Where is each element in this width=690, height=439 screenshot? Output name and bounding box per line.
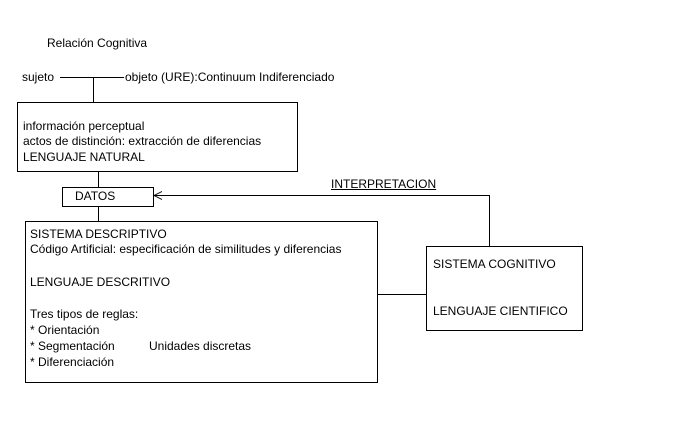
datos-box: DATOS <box>62 187 154 207</box>
cognitivo-line-1: SISTEMA COGNITIVO <box>433 257 556 271</box>
diagram-title: Relación Cognitiva <box>47 36 148 50</box>
perceptual-line-3: LENGUAJE NATURAL <box>23 150 145 164</box>
rule-diferenciacion: * Diferenciación <box>30 355 115 369</box>
perceptual-box: información perceptual actos de distinci… <box>17 102 298 172</box>
interpretacion-arrowhead-lower <box>153 195 163 200</box>
rule-segmentacion: * Segmentación <box>30 339 115 353</box>
descriptivo-line-1: SISTEMA DESCRIPTIVO <box>30 227 167 241</box>
interpretacion-label: INTERPRETACION <box>331 177 437 191</box>
rule-orientacion: * Orientación <box>30 323 100 337</box>
objeto-label: objeto (URE):Continuum Indiferenciado <box>125 70 335 84</box>
cognitivo-box: SISTEMA COGNITIVO LENGUAJE CIENTIFICO <box>426 246 583 331</box>
interpretacion-arrowhead-upper <box>153 191 163 196</box>
descriptivo-line-3: LENGUAJE DESCRITIVO <box>30 275 171 289</box>
descriptivo-line-4: Tres tipos de reglas: <box>30 307 139 321</box>
perceptual-line-1: información perceptual <box>23 119 145 133</box>
descriptivo-line-2: Código Artificial: especificación de sim… <box>30 242 342 256</box>
datos-label: DATOS <box>75 189 116 203</box>
cognitivo-line-2: LENGUAJE CIENTIFICO <box>433 304 568 318</box>
rule-segmentacion-note: Unidades discretas <box>149 339 252 353</box>
sujeto-label: sujeto <box>22 70 55 84</box>
descriptivo-box: SISTEMA DESCRIPTIVO Código Artificial: e… <box>25 221 378 383</box>
perceptual-line-2: actos de distinción: extracción de difer… <box>23 134 262 148</box>
